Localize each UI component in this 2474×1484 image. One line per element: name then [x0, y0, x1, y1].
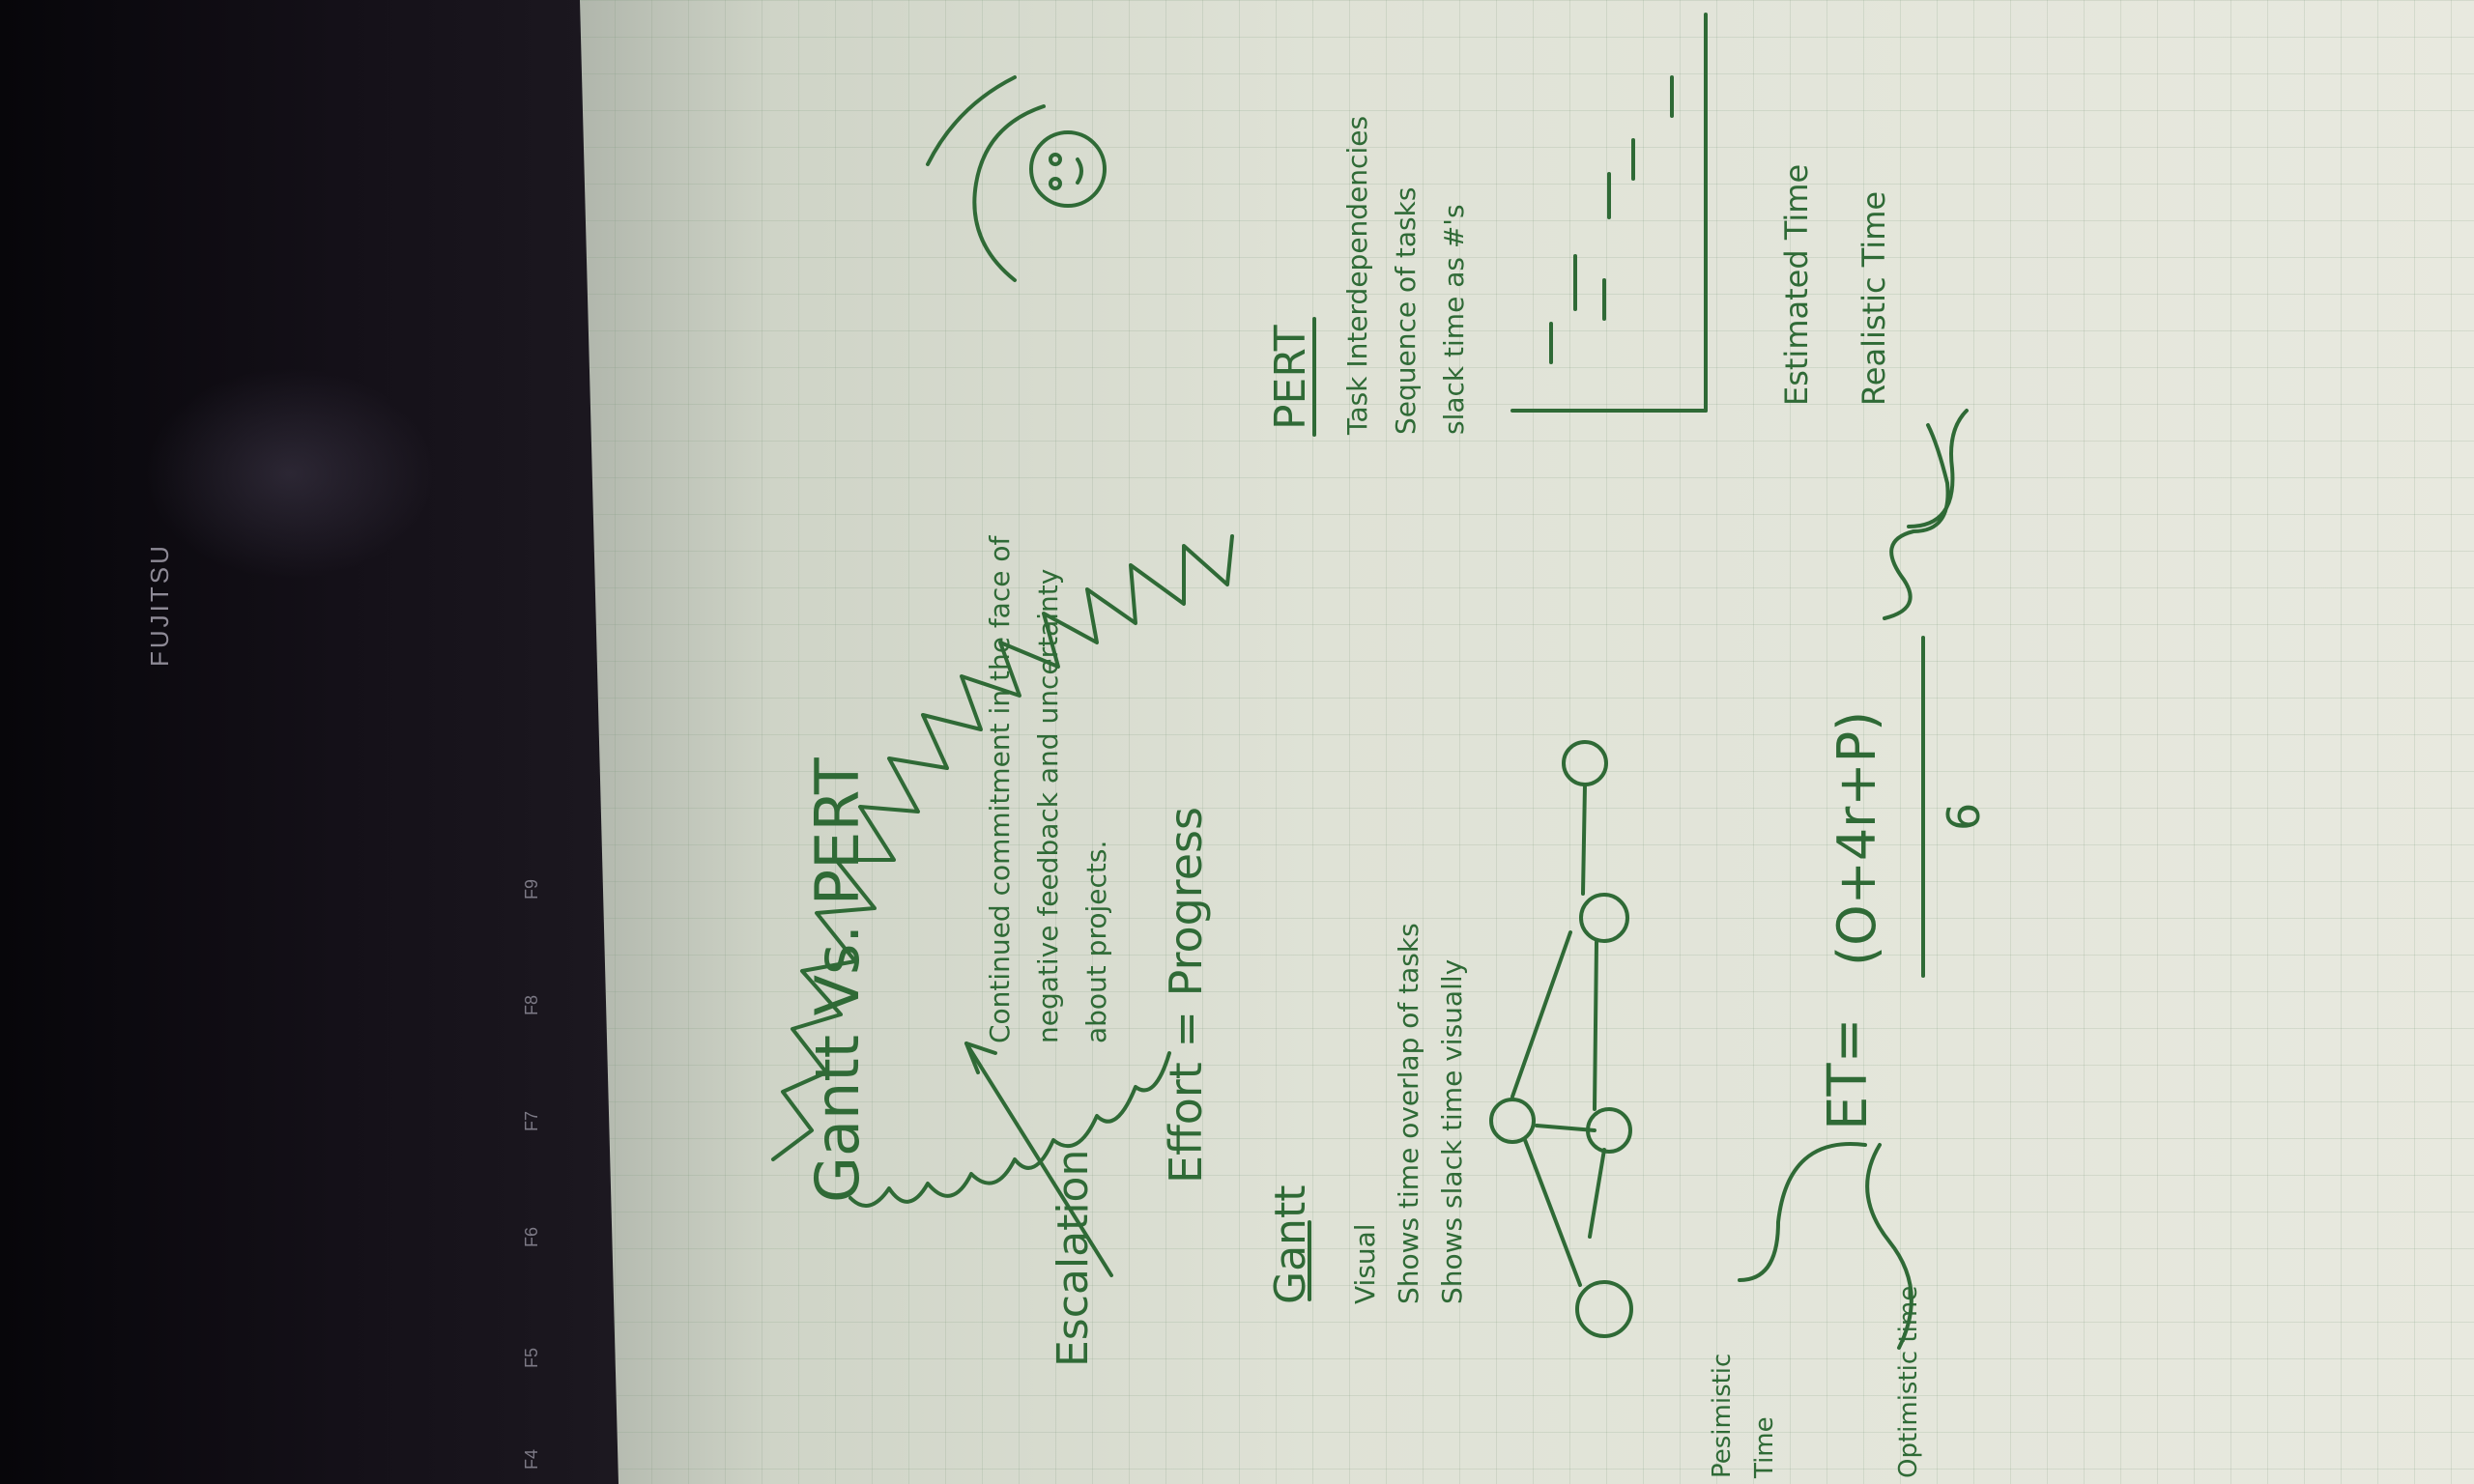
gantt-heading: Gantt [1266, 1184, 1315, 1304]
formula-denominator: 6 [1938, 802, 1990, 831]
estimated-time-label: Estimated Time [1778, 163, 1815, 406]
definition-line: about projects. [1080, 840, 1112, 1043]
escalation-arrow [964, 1042, 1113, 1277]
label-line: Pesimistic [1708, 1353, 1737, 1478]
definition-line: Continued commitment in the face of [984, 535, 1016, 1043]
escalation-label: Escalation [1049, 1149, 1098, 1367]
realistic-time-label: Realistic Time [1856, 190, 1892, 406]
gantt-note-line: Shows slack time visually [1436, 958, 1468, 1304]
gantt-note-line: Shows time overlap of tasks [1393, 923, 1424, 1304]
optimistic-label: Optimistic time [1894, 1285, 1923, 1478]
sun-face-sketch [1029, 130, 1107, 208]
title-burst-sketch [771, 534, 1234, 1161]
laptop-background: FUJITSU F4 F5 F6 F7 F8 F9 [0, 0, 618, 1484]
page-title: Gantt Vs. PERT [802, 757, 873, 1203]
grid-lines [580, 0, 2474, 1484]
gantt-note-line: Visual [1349, 1223, 1381, 1304]
screen-glare [145, 367, 435, 580]
pert-heading: PERT [1266, 325, 1315, 430]
definition-line: negative feedback and uncertainty [1032, 568, 1064, 1043]
formula-lhs: ET= [1817, 1017, 1880, 1130]
pert-note-line: slack time as #'s [1438, 204, 1470, 435]
pert-notes: Task Interdependencies Sequence of tasks… [1334, 116, 1479, 435]
formula-numerator: (O+4r+P) [1827, 710, 1887, 966]
pert-note-line: Sequence of tasks [1390, 186, 1422, 435]
gantt-notes: Visual Shows time overlap of tasks Shows… [1343, 923, 1474, 1304]
pert-note-line: Task Interdependencies [1341, 115, 1373, 435]
effort-equation: Effort = Progress [1160, 807, 1212, 1184]
label-line: Time [1750, 1416, 1779, 1478]
formula-brace [1883, 409, 1969, 620]
pessimistic-label: Pesimistic Time [1701, 1354, 1786, 1478]
escalation-definition: Continued commitment in the face of nega… [976, 536, 1121, 1043]
notebook-page [580, 0, 2474, 1484]
